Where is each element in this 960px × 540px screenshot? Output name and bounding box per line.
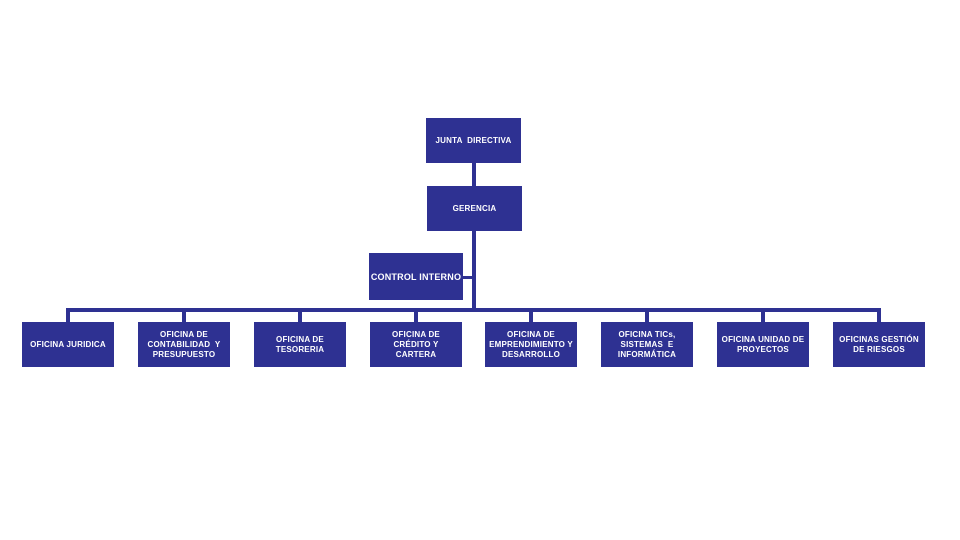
connector-stub-oficina-juridica: [66, 310, 70, 322]
connector-stub-contabilidad: [182, 310, 186, 322]
connector-stub-emprendimiento: [529, 310, 533, 322]
org-node-emprendimiento-desarrollo: OFICINA DE EMPRENDIMIENTO Y DESARROLLO: [485, 322, 577, 367]
connector-stub-tics: [645, 310, 649, 322]
connector-junta-gerencia: [472, 163, 476, 186]
connector-stub-credito: [414, 310, 418, 322]
org-node-label: OFICINA DE TESORERIA: [275, 334, 325, 354]
connector-control-interno: [462, 276, 473, 279]
connector-gerencia-to-bus: [472, 231, 476, 312]
org-node-junta-directiva: JUNTA DIRECTIVA: [426, 118, 521, 163]
org-node-label: OFICINA DE CONTABILIDAD Y PRESUPUESTO: [147, 329, 221, 359]
org-node-label: CONTROL INTERNO: [370, 271, 462, 282]
org-node-oficina-juridica: OFICINA JURIDICA: [22, 322, 114, 367]
connector-stub-riesgos: [877, 310, 881, 322]
org-node-label: GERENCIA: [452, 203, 497, 213]
org-node-unidad-proyectos: OFICINA UNIDAD DE PROYECTOS: [717, 322, 809, 367]
org-node-label: OFICINA JURIDICA: [30, 339, 106, 349]
connector-horizontal-bus: [66, 308, 881, 312]
org-node-control-interno: CONTROL INTERNO: [369, 253, 463, 300]
org-node-label: OFICINAS GESTIÓN DE RIESGOS: [839, 334, 919, 354]
org-node-label: OFICINA DE EMPRENDIMIENTO Y DESARROLLO: [489, 329, 573, 359]
org-node-label: OFICINA TICs, SISTEMAS E INFORMÁTICA: [617, 329, 677, 359]
org-node-credito-cartera: OFICINA DE CRÉDITO Y CARTERA: [370, 322, 462, 367]
org-node-tesoreria: OFICINA DE TESORERIA: [254, 322, 346, 367]
org-node-contabilidad-presupuesto: OFICINA DE CONTABILIDAD Y PRESUPUESTO: [138, 322, 230, 367]
connector-stub-proyectos: [761, 310, 765, 322]
org-node-gerencia: GERENCIA: [427, 186, 522, 231]
org-node-gestion-riesgos: OFICINAS GESTIÓN DE RIESGOS: [833, 322, 925, 367]
org-node-tics-sistemas-informatica: OFICINA TICs, SISTEMAS E INFORMÁTICA: [601, 322, 693, 367]
org-node-label: OFICINA UNIDAD DE PROYECTOS: [721, 334, 805, 354]
connector-stub-tesoreria: [298, 310, 302, 322]
org-node-label: OFICINA DE CRÉDITO Y CARTERA: [392, 329, 440, 359]
org-node-label: JUNTA DIRECTIVA: [435, 135, 512, 145]
